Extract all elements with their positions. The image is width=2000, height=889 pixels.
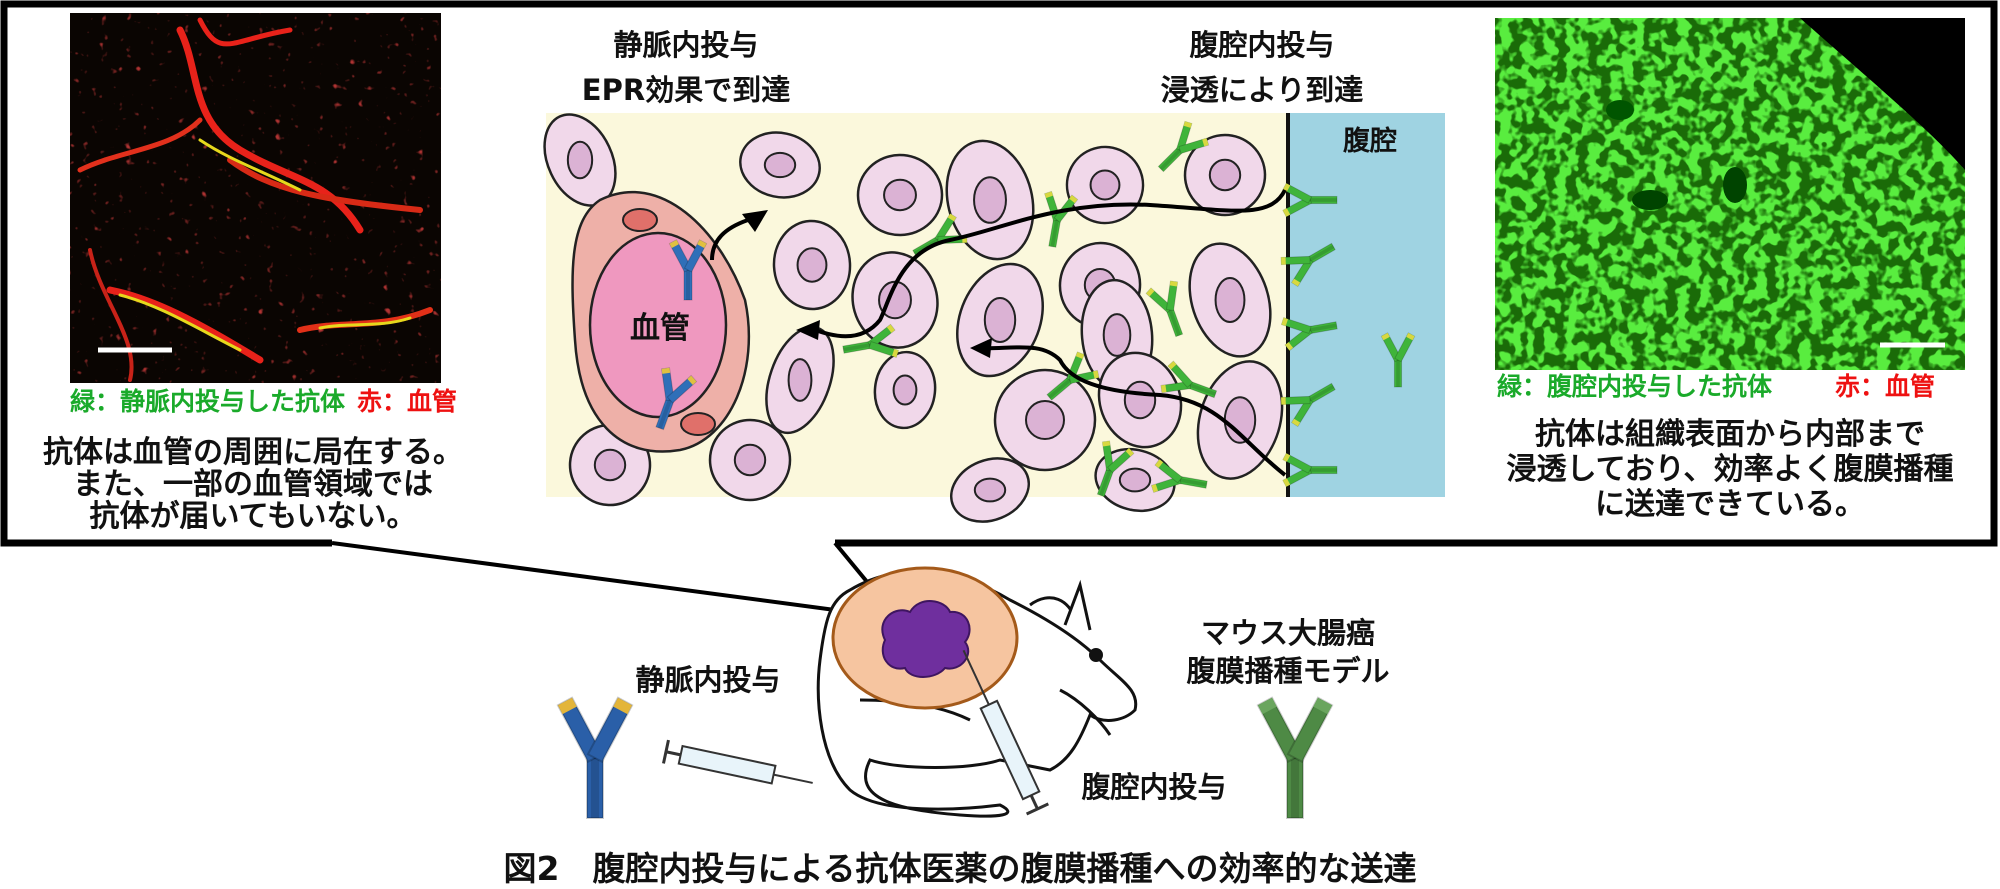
tumor [881,600,971,678]
tissue-cell [949,457,1031,523]
peritoneal-cavity [1288,113,1445,497]
right-description-line: に送達できている。 [1595,487,1865,522]
tissue-cell [543,113,617,207]
iv-syringe-icon [662,739,813,785]
tissue-cell [945,139,1035,261]
antibody-ip-icon [1157,120,1210,173]
right-legend-red: 赤：血管 [1835,372,1935,401]
tissue-cell [708,418,792,502]
left-micrograph [70,13,441,383]
tissue-cell [739,131,821,199]
right-description-line: 抗体は組織表面から内部まで [1535,417,1925,452]
iv-label: 静脈内投与 [635,663,780,697]
tissue-cell [1183,133,1267,217]
tissue-cell [851,251,939,349]
antibody-ip-icon [1282,182,1338,218]
right-micrograph [1495,18,1965,370]
antibody-ip-icon [1145,280,1184,338]
left-description-line: 抗体は血管の周囲に局在する。 [43,435,463,470]
iv-subtitle: EPR効果で到達 [582,73,790,107]
tissue-cell [856,153,944,237]
ip-title: 腹腔内投与 [1189,28,1334,62]
tissue-cell [1188,242,1272,358]
left-legend-red: 赤：血管 [357,387,457,416]
callout-pointer [331,541,881,618]
iv-title: 静脈内投与 [613,28,758,62]
left-legend-green: 緑：静脈内投与した抗体 [70,387,346,416]
tissue-diagram: 血管 [543,113,1445,523]
mouse-eye [1089,648,1103,662]
ip-syringe-icon [962,649,1049,816]
callout-box [0,0,1998,547]
antibody-ip-icon [1380,332,1416,388]
antibody-blue-icon [556,696,634,819]
antibody-ip-icon [1282,452,1338,488]
right-description-line: 浸透しており、効率よく腹膜播種 [1507,452,1954,487]
model-label: 腹膜播種モデル [1186,654,1389,688]
ip-subtitle: 浸透により到達 [1161,73,1363,107]
right-legend-green: 緑：腹腔内投与した抗体 [1497,372,1773,401]
antibody-ip-icon [1280,382,1336,427]
arrowhead [970,338,992,358]
tissue-cell [772,219,852,311]
cavity-label: 腹腔 [1342,126,1397,157]
antibody-ip-icon [1280,242,1336,287]
tissue-cell [765,325,835,435]
antibody-ip-icon [842,323,900,358]
vessel-label: 血管 [630,311,690,346]
antibody-iv-icon [668,239,708,301]
antibody-iv-icon [655,367,698,431]
figure-title: 図2 腹腔内投与による抗体医薬の腹膜播種への効率的な送達 [504,849,1417,888]
diffusion-arrows [710,189,1287,477]
left-description-line: また、一部の血管領域では [73,467,433,502]
antibody-green-icon [1256,696,1334,819]
arrowhead [742,210,768,232]
antibody-ip-icon [1150,458,1208,493]
antibody-ip-icon [1096,440,1135,498]
ip-label: 腹腔内投与 [1081,770,1226,804]
tissue-cell [873,350,937,430]
antibody-ip-icon [1160,360,1218,399]
left-description-line: 抗体が届いてもいない。 [90,499,417,534]
model-label: マウス大腸癌 [1201,616,1375,650]
antibody-ip-icon [1280,317,1338,352]
tissue-cell [993,368,1097,472]
arrowhead [796,320,820,340]
